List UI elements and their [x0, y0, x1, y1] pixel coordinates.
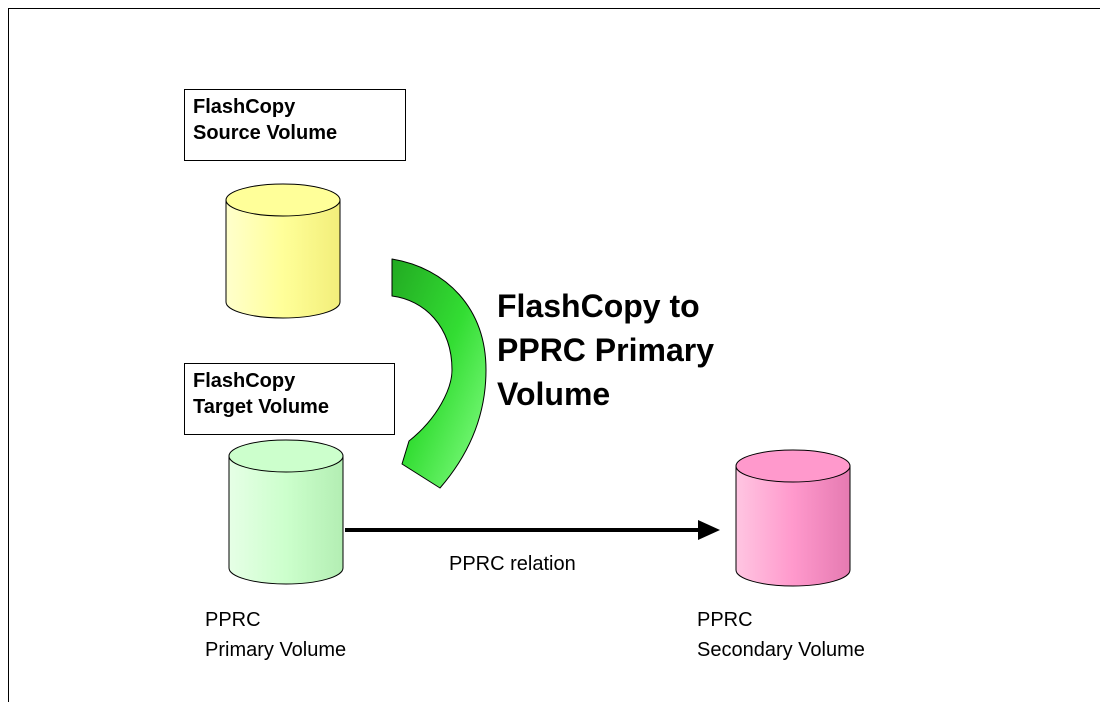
diagram-frame	[8, 8, 1100, 702]
pprc-secondary-volume-caption: PPRC Secondary Volume	[697, 609, 865, 661]
pprc-primary-volume-caption: PPRC Primary Volume	[205, 609, 347, 661]
pprc-relation-arrow	[345, 520, 720, 540]
flashcopy-to-pprc-primary-label: FlashCopy to PPRC Primary Volume	[497, 288, 714, 412]
flashcopy-curved-arrow	[391, 258, 487, 489]
secondary-volume-cylinder	[735, 449, 851, 587]
flashcopy-source-volume-label: FlashCopy Source Volume	[184, 89, 406, 161]
primary-volume-cylinder	[228, 439, 344, 585]
pprc-relation-label: PPRC relation	[449, 553, 576, 575]
source-volume-cylinder	[225, 183, 341, 319]
flashcopy-target-volume-label: FlashCopy Target Volume	[184, 363, 395, 435]
